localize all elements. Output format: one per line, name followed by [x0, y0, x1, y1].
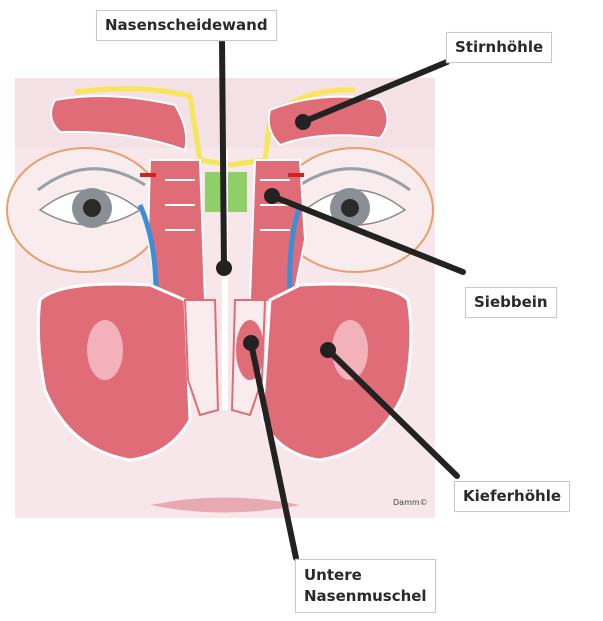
label-stirnhoehle: Stirnhöhle — [446, 32, 552, 63]
credit-text: Damm© — [393, 498, 428, 507]
label-nasenscheidewand: Nasenscheidewand — [96, 10, 277, 41]
label-untere-line1: Untere — [304, 565, 427, 586]
label-siebbein: Siebbein — [465, 287, 557, 318]
label-untere-nasenmuschel: Untere Nasenmuschel — [295, 559, 436, 613]
label-untere-line2: Nasenmuschel — [304, 586, 427, 607]
label-kieferhoehle: Kieferhöhle — [454, 481, 570, 512]
